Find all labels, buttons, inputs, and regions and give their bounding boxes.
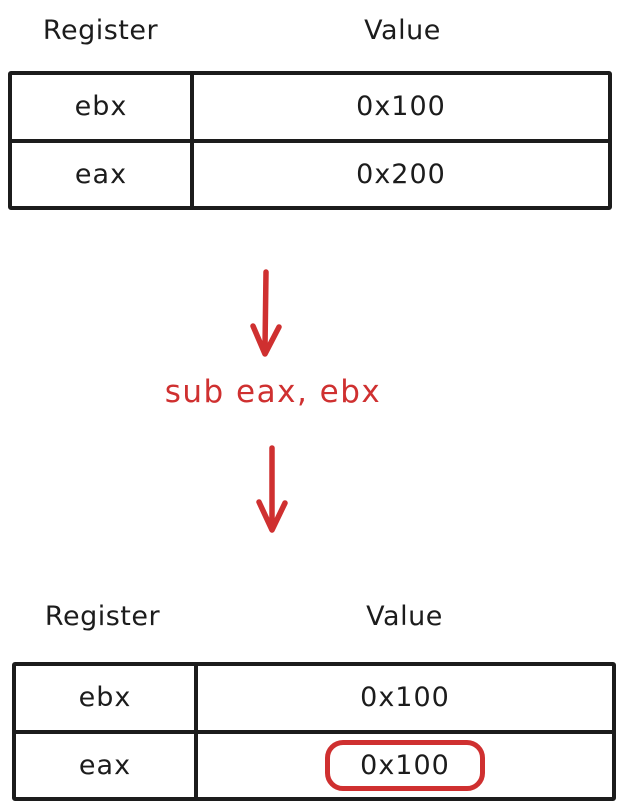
- highlighted-register-value: 0x100: [325, 739, 485, 791]
- before-register-header: Register: [42, 14, 159, 46]
- register-value-cell: 0x100: [198, 734, 612, 798]
- after-value-header: Value: [366, 600, 443, 632]
- after-register-table: ebx 0x100 eax 0x100: [12, 662, 616, 801]
- down-arrow-icon: [256, 445, 288, 533]
- instruction-label: sub eax, ebx: [164, 374, 382, 410]
- register-name-cell: eax: [12, 142, 194, 206]
- register-value-cell: 0x100: [198, 666, 612, 730]
- table-row: eax 0x100: [16, 729, 612, 798]
- after-table-headers: Register Value: [10, 594, 614, 638]
- register-value: 0x100: [356, 91, 446, 123]
- register-name-cell: ebx: [12, 75, 194, 139]
- before-table-headers: Register Value: [8, 8, 612, 52]
- register-value-cell: 0x100: [194, 75, 608, 139]
- register-name-cell: ebx: [16, 666, 198, 730]
- table-row: ebx 0x100: [16, 666, 612, 730]
- table-row: ebx 0x100: [12, 75, 608, 139]
- table-row: eax 0x200: [12, 138, 608, 207]
- register-value: 0x100: [360, 682, 450, 714]
- after-register-header: Register: [44, 600, 161, 632]
- register-value: 0x200: [356, 158, 446, 190]
- before-register-table: ebx 0x100 eax 0x200: [8, 71, 612, 210]
- register-name-cell: eax: [16, 733, 198, 797]
- before-value-header: Value: [364, 14, 441, 46]
- down-arrow-icon: [250, 269, 282, 357]
- register-value-cell: 0x200: [194, 143, 608, 207]
